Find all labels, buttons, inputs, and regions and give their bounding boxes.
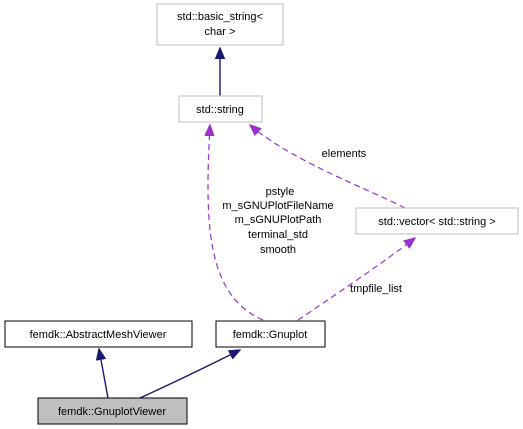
node-string-label: std::string: [196, 104, 244, 116]
edge-label-terminal-std: terminal_std: [248, 229, 308, 241]
node-abstract-mesh-viewer[interactable]: femdk::AbstractMeshViewer: [4, 320, 193, 348]
node-gnuplot-label: femdk::Gnuplot: [233, 329, 308, 341]
edge-label-m-sgnuplotfilename: m_sGNUPlotFileName: [222, 200, 333, 212]
edge-label-smooth: smooth: [260, 244, 296, 256]
node-string[interactable]: std::string: [178, 95, 263, 123]
edge-gnuplot-to-string: pstyle m_sGNUPlotFileName m_sGNUPlotPath…: [208, 125, 334, 321]
node-abstract-mesh-viewer-label: femdk::AbstractMeshViewer: [30, 329, 167, 341]
edge-vector-to-string: elements: [250, 125, 406, 209]
node-gnuplot-viewer-label: femdk::GnuplotViewer: [58, 406, 166, 418]
edge-label-elements: elements: [322, 148, 367, 160]
node-basic-string-line-1: std::basic_string<: [177, 11, 263, 23]
edge-viewer-to-gnuplot: [139, 350, 240, 399]
node-gnuplot[interactable]: femdk::Gnuplot: [215, 320, 326, 348]
edge-gnuplot-to-vector: tmpfile_list: [297, 238, 415, 321]
node-vector-label: std::vector< std::string >: [378, 216, 495, 228]
node-vector[interactable]: std::vector< std::string >: [355, 207, 519, 235]
edge-label-tmpfile-list: tmpfile_list: [350, 283, 402, 295]
edge-viewer-to-abstract: [99, 349, 109, 399]
node-gnuplot-viewer[interactable]: femdk::GnuplotViewer: [37, 397, 188, 425]
edge-label-pstyle: pstyle: [266, 186, 295, 198]
edge-label-m-sgnuplotpath: m_sGNUPlotPath: [235, 214, 322, 226]
node-basic-string[interactable]: std::basic_string< char >: [156, 3, 284, 46]
node-basic-string-line-2: char >: [205, 26, 236, 38]
